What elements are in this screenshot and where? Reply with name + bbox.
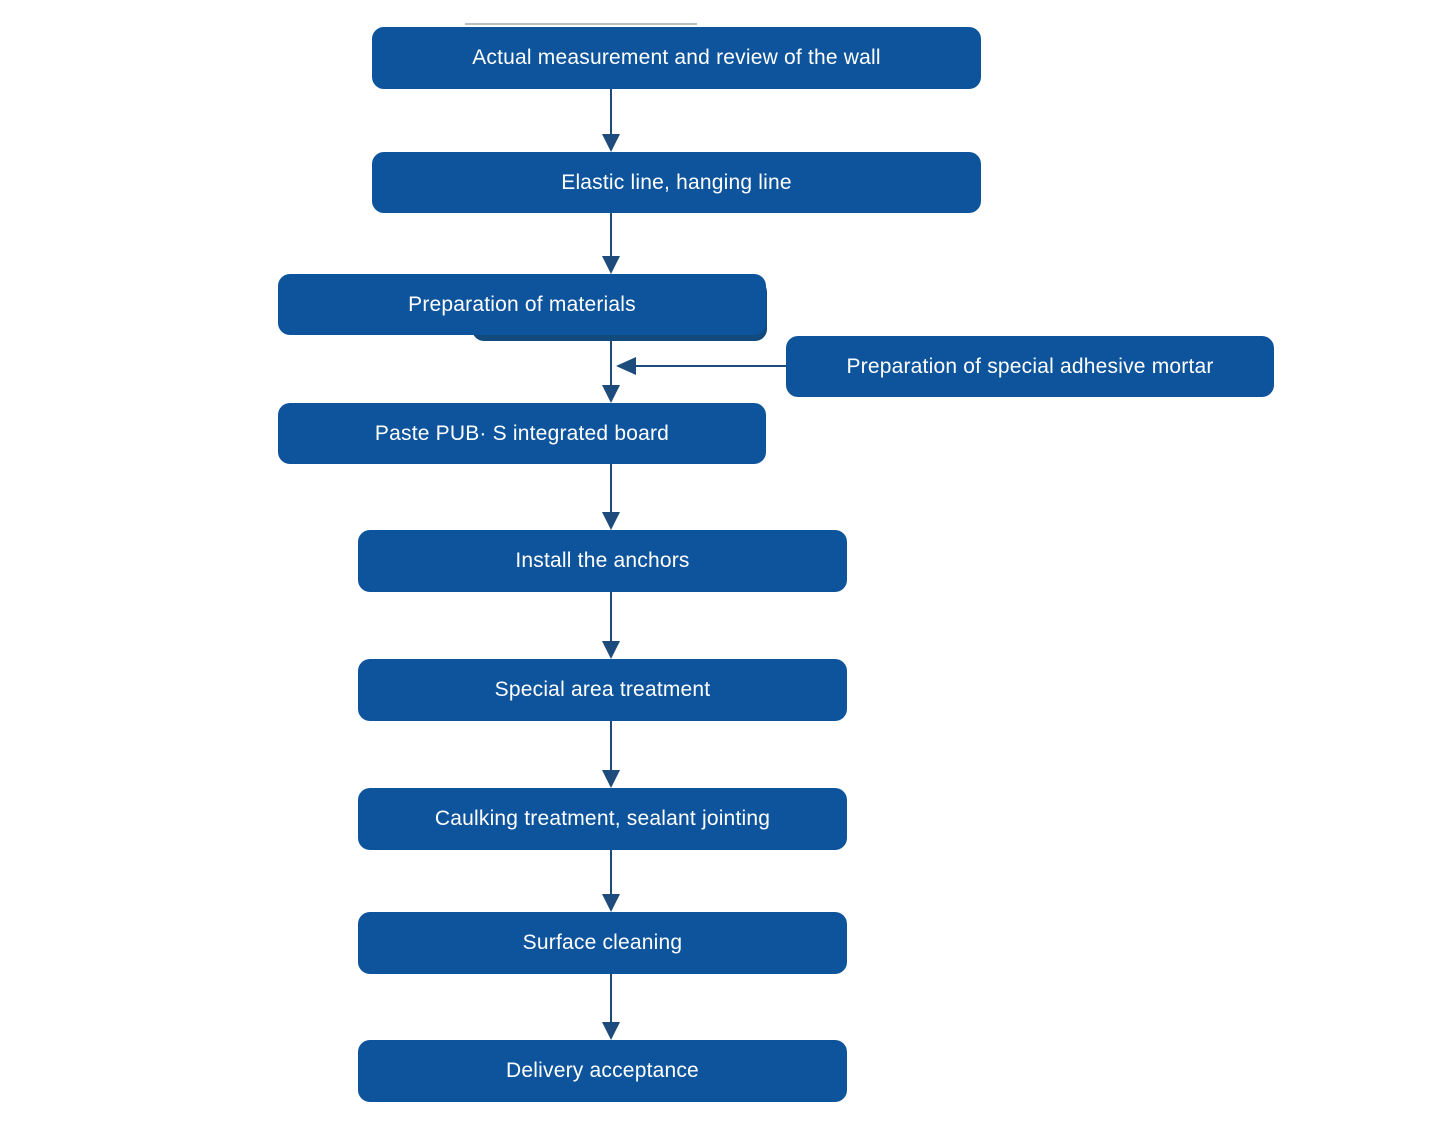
arrowhead-left-icon [616,357,636,375]
flow-node-label: Surface cleaning [522,931,683,954]
flow-node-label: Caulking treatment, sealant jointing [434,807,771,830]
connector-line [610,850,612,894]
flow-node-actual-measurement: Actual measurement and review of the wal… [372,27,981,89]
flow-node-elastic-line: Elastic line, hanging line [372,152,981,213]
arrowhead-down-icon [602,1022,620,1040]
arrowhead-down-icon [602,770,620,788]
flow-node-delivery-acceptance: Delivery acceptance [358,1040,847,1102]
connector-line [610,464,612,512]
connector-line [610,974,612,1022]
connector-line [610,592,612,641]
arrowhead-down-icon [602,512,620,530]
connector-line [610,213,612,256]
flow-node-special-area-treatment: Special area treatment [358,659,847,721]
flow-node-special-adhesive-mortar: Preparation of special adhesive mortar [786,336,1274,397]
connector-line [610,335,612,385]
flow-node-surface-cleaning: Surface cleaning [358,912,847,974]
arrowhead-down-icon [602,894,620,912]
arrowhead-down-icon [602,256,620,274]
flow-node-install-anchors: Install the anchors [358,530,847,592]
flow-node-label: Preparation of materials [408,292,636,316]
flow-node-label: Special area treatment [494,678,711,701]
arrowhead-down-icon [602,385,620,403]
flow-node-label: Elastic line, hanging line [561,170,792,194]
flow-node-label: Paste PUB· S integrated board [374,421,670,445]
flow-node-caulking-treatment: Caulking treatment, sealant jointing [358,788,847,850]
arrowhead-down-icon [602,134,620,152]
flow-node-label: Install the anchors [515,549,690,572]
arrowhead-down-icon [602,641,620,659]
cropped-edge-line [465,23,697,25]
flow-node-label: Actual measurement and review of the wal… [472,46,881,69]
connector-line [610,89,612,136]
side-connector-line [634,365,786,367]
flow-node-label: Delivery acceptance [506,1059,699,1082]
flow-node-label: Preparation of special adhesive mortar [846,354,1214,378]
connector-line [610,721,612,770]
flow-node-paste-integrated-board: Paste PUB· S integrated board [278,403,766,464]
flow-node-preparation-of-materials: Preparation of materials [278,274,766,335]
